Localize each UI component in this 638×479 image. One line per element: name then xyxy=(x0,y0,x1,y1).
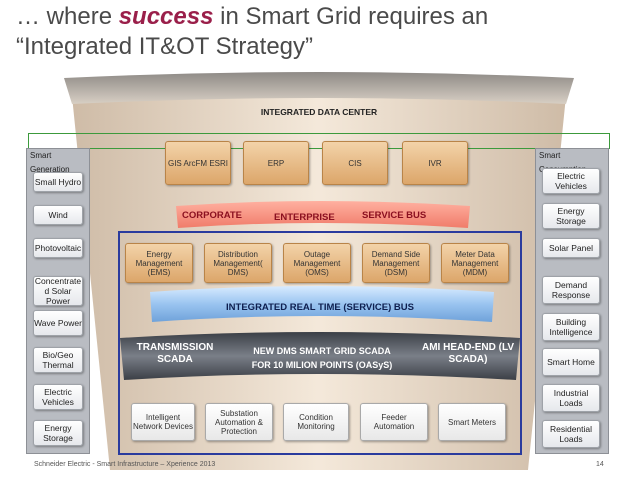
app-oms[interactable]: Outage Management (OMS) xyxy=(283,243,351,283)
realtime-bus-label: INTEGRATED REAL TIME (SERVICE) BUS xyxy=(226,302,414,313)
gen-wave-power[interactable]: Wave Power xyxy=(33,310,83,336)
field-substation-automation[interactable]: Substation Automation & Protection xyxy=(205,403,273,441)
app-mdm[interactable]: Meter Data Management (MDM) xyxy=(441,243,509,283)
page-number: 14 xyxy=(596,461,604,468)
realtime-bus-band xyxy=(150,286,494,322)
title-line-2: “Integrated IT&OT Strategy” xyxy=(16,33,314,60)
dms-scada-line2: FOR 10 MILION POINTS (OASyS) xyxy=(251,360,393,370)
gen-bio-geo-thermal[interactable]: Bio/Geo Thermal xyxy=(33,347,83,373)
gen-energy-storage[interactable]: Energy Storage xyxy=(33,420,83,446)
con-industrial-loads[interactable]: Industrial Loads xyxy=(542,384,600,412)
app-dsm[interactable]: Demand Side Management (DSM) xyxy=(362,243,430,283)
bus-service-label: SERVICE BUS xyxy=(362,210,427,221)
funnel-top xyxy=(64,72,574,104)
slide-title: … where success in Smart Grid requires a… xyxy=(16,2,626,62)
con-smart-home[interactable]: Smart Home xyxy=(542,348,600,376)
dms-scada-line1: NEW DMS SMART GRID SCADA xyxy=(253,346,391,356)
gen-electric-vehicles[interactable]: Electric Vehicles xyxy=(33,384,83,410)
bus-corporate-label: CORPORATE xyxy=(182,210,242,221)
operations-frame xyxy=(118,231,522,455)
funnel-body xyxy=(72,96,566,470)
con-solar-panel[interactable]: Solar Panel xyxy=(542,238,600,258)
title-text-start: … where xyxy=(16,3,119,30)
app-ems[interactable]: Energy Management (EMS) xyxy=(125,243,193,283)
title-text-end: in Smart Grid requires an xyxy=(213,3,489,30)
app-gis-arcfm[interactable]: GIS ArcFM ESRI xyxy=(165,141,231,185)
gen-small-hydro[interactable]: Small Hydro xyxy=(33,172,83,192)
gen-wind[interactable]: Wind xyxy=(33,205,83,225)
enterprise-frame xyxy=(28,133,610,149)
corporate-bus-band xyxy=(176,201,470,228)
con-residential-loads[interactable]: Residential Loads xyxy=(542,420,600,448)
app-erp[interactable]: ERP xyxy=(243,141,309,185)
gen-photovoltaic[interactable]: Photovoltaic xyxy=(33,238,83,258)
con-building-intelligence[interactable]: Building Intelligence xyxy=(542,313,600,341)
field-smart-meters[interactable]: Smart Meters xyxy=(438,403,506,441)
data-center-label: INTEGRATED DATA CENTER xyxy=(260,107,378,117)
footer-text: Schneider Electric - Smart Infrastructur… xyxy=(34,461,216,468)
bus-enterprise-label: ENTERPRISE xyxy=(274,212,335,223)
app-dms[interactable]: Distribution Management( DMS) xyxy=(204,243,272,283)
smart-generation-header: Smart Generation xyxy=(30,151,70,174)
field-intelligent-devices[interactable]: Intelligent Network Devices xyxy=(131,403,195,441)
app-cis[interactable]: CIS xyxy=(322,141,388,185)
app-ivr[interactable]: IVR xyxy=(402,141,468,185)
ami-head-end-label: AMI HEAD-END (LV SCADA) xyxy=(421,342,515,365)
title-highlight: success xyxy=(118,3,214,30)
transmission-scada-label: TRANSMISSION SCADA xyxy=(136,342,214,365)
con-energy-storage[interactable]: Energy Storage xyxy=(542,203,600,229)
con-demand-response[interactable]: Demand Response xyxy=(542,276,600,304)
scada-band xyxy=(120,332,520,380)
con-electric-vehicles[interactable]: Electric Vehicles xyxy=(542,168,600,194)
field-condition-monitoring[interactable]: Condition Monitoring xyxy=(283,403,349,441)
gen-concentrated-solar[interactable]: Concentrate d Solar Power xyxy=(33,276,83,306)
field-feeder-automation[interactable]: Feeder Automation xyxy=(360,403,428,441)
